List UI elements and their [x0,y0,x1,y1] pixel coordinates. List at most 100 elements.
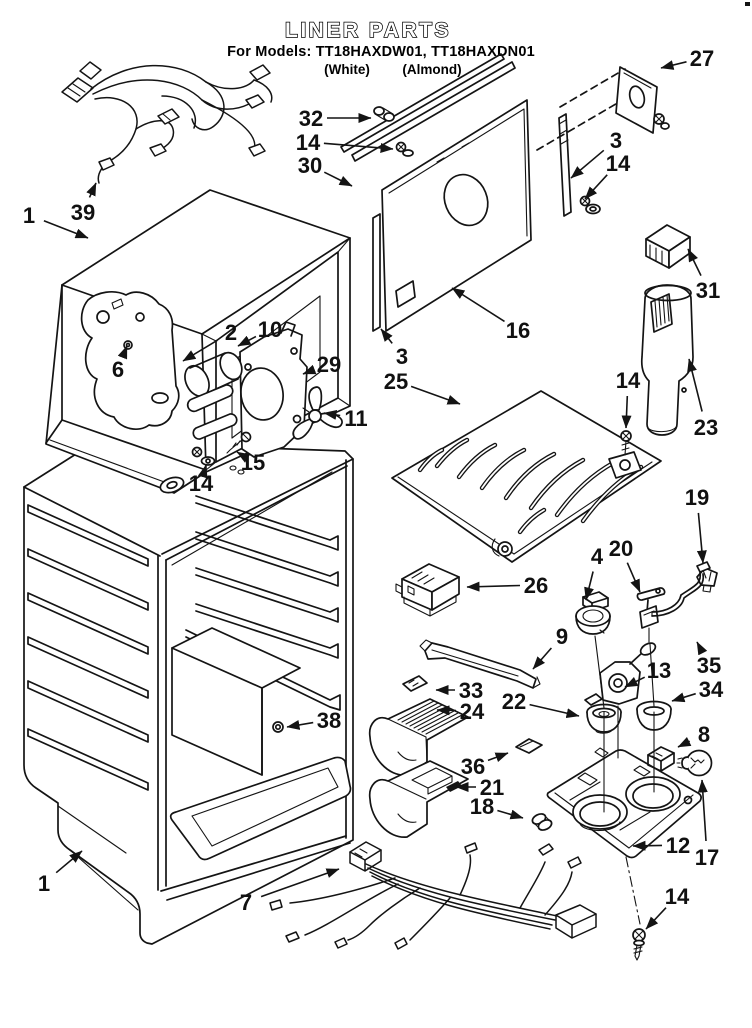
interior-shelf-rails [185,495,341,711]
roller-18 [531,813,553,831]
callout-17-label: 17 [695,845,719,870]
air-duct-23 [640,284,694,436]
callout-23-arrow [687,358,703,412]
left-face-rails [27,504,149,791]
callout-7-label: 7 [240,890,252,915]
callout-22-label: 22 [502,689,526,714]
wiring-harness-top [61,61,273,184]
callout-4-arrow [584,571,594,601]
callout-12-label: 12 [666,833,690,858]
callout-15-label: 15 [241,450,265,475]
callout-24-label: 24 [460,699,485,724]
callout-32-label: 32 [299,106,323,131]
callout-19-arrow [696,512,707,564]
callout-11-label: 11 [344,406,367,431]
callout-14-label: 14 [665,884,690,909]
callout-27-label: 27 [690,46,714,71]
callout-6-arrow [117,345,128,360]
callout-14-arrow [645,907,667,930]
callout-19-label: 19 [685,485,709,510]
callout-18-label: 18 [470,794,494,819]
callout-22-arrow [529,703,580,719]
cover-screw-pad [608,430,642,479]
callout-14-arrow [621,395,632,429]
callout-30-arrow [323,171,353,187]
placement-dash-lines [536,68,641,925]
drain-hole [159,465,245,494]
callout-14-arrow [584,174,608,200]
evaporator-cover [391,390,662,563]
callout-3-label: 3 [610,128,622,153]
callout-21-label: 21 [480,775,504,800]
callout-13-arrow [624,676,646,688]
callout-3-arrow [570,149,605,179]
callout-31-label: 31 [696,278,720,303]
callout-39-arrow [86,182,97,198]
callout-1-label: 1 [23,203,35,228]
callout-38-label: 38 [317,708,341,733]
callout-34-arrow [671,692,696,703]
part-31 [645,224,691,269]
cover-plate-27 [615,66,670,134]
callout-1-label: 1 [38,871,50,896]
callout-25-arrow [410,385,461,405]
callout-26-arrow [466,581,521,592]
bracket-9 [419,639,541,689]
screw-14-right [579,195,601,215]
callout-35-label: 35 [697,653,721,678]
duct-block-24 [368,698,469,776]
callout-14-label: 14 [189,471,214,496]
color-left-label: (White) [324,62,370,77]
screw-14-top [395,141,414,157]
callout-14-label: 14 [606,151,631,176]
lamp-socket-8 [647,746,675,772]
air-duct-panel [80,290,180,430]
grommet-38 [272,721,284,733]
evaporator-fan-assembly [184,321,343,466]
callout-18-arrow [497,809,524,820]
callout-2-label: 2 [225,320,237,345]
callout-14-arrow [197,464,208,479]
screw-14-freezer [191,446,216,466]
callout-7-arrow [260,868,340,898]
callout-36-arrow [487,752,509,763]
title-block: LINER PARTS For Models: TT18HAXDW01, TT1… [227,18,535,77]
duct-block-21 [368,760,469,838]
clip-33 [402,675,428,692]
assembly-axis-lines [594,635,655,813]
gasket-strip-3-right [558,113,572,217]
callout-1-arrow [43,220,89,239]
callout-10-arrow [237,335,257,347]
stud-32 [373,106,395,122]
refrigerator-liner [23,441,354,945]
callout-10-label: 10 [258,317,282,342]
back-panel [381,99,532,332]
callout-23-label: 23 [694,415,718,440]
page-title: LINER PARTS [285,19,451,42]
callout-31-arrow [687,248,702,276]
callout-13-label: 13 [647,658,671,683]
gasket-strip-3-left [372,213,381,332]
callout-39-label: 39 [71,200,95,225]
artwork [23,53,718,961]
console-12 [546,747,702,859]
screw-14-bottom [632,928,646,961]
callout-20-label: 20 [609,536,633,561]
callout-29-label: 29 [317,352,341,377]
callout-16-arrow [451,287,505,323]
crisper-floor [169,756,352,861]
callout-14-arrow [323,142,394,153]
defrost-control-26 [395,563,460,617]
callout-35-arrow [696,641,708,656]
screw-15 [226,431,252,454]
callout-34-label: 34 [699,677,724,702]
callout-15-arrow [236,451,251,463]
cover-tab [491,538,513,557]
callout-4-label: 4 [591,544,604,569]
callout-14-label: 14 [296,130,321,155]
bracket-13 [584,642,657,706]
callout-9-label: 9 [556,624,568,649]
